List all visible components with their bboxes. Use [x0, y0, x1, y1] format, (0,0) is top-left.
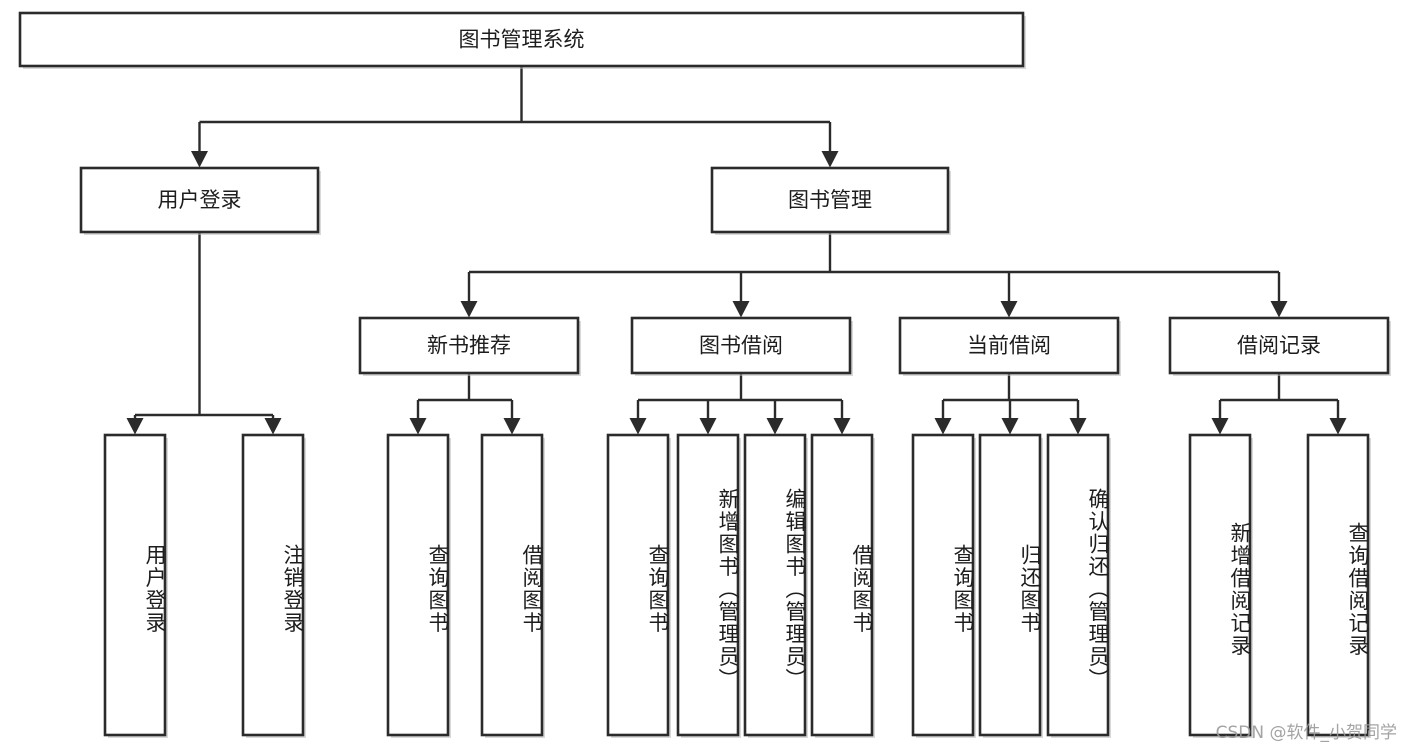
connector-layer: [126, 66, 1347, 435]
node-box-leaf2[interactable]: [241, 433, 305, 737]
arrow-head-newbook: [460, 301, 478, 318]
node-box-leaf3[interactable]: [386, 433, 450, 737]
csdn-watermark: CSDN @软件_小贺同学: [1215, 723, 1397, 743]
node-label-record: 借阅记录: [1237, 334, 1321, 358]
node-box-login[interactable]: [79, 166, 320, 234]
arrow-head-leaf9: [934, 418, 952, 435]
arrow-head-leaf4: [503, 418, 521, 435]
arrow-head-leaf12: [1211, 418, 1229, 435]
node-box-layer: [18, 11, 1391, 738]
node-label-newbook: 新书推荐: [427, 334, 511, 358]
arrow-head-record: [1270, 301, 1288, 318]
arrow-head-current: [1000, 301, 1018, 318]
node-box-leaf5[interactable]: [606, 433, 670, 737]
node-box-leaf1[interactable]: [103, 433, 167, 737]
arrow-head-login: [191, 151, 208, 168]
arrow-head-leaf2: [264, 418, 282, 435]
node-box-leaf12[interactable]: [1188, 433, 1252, 737]
node-box-root[interactable]: [18, 11, 1025, 68]
arrow-head-leaf7: [766, 418, 784, 435]
arrow-head-leaf5: [629, 418, 647, 435]
arrow-head-leaf11: [1069, 418, 1087, 435]
arrow-head-leaf1: [126, 418, 144, 435]
node-box-leaf6[interactable]: [676, 433, 740, 737]
node-box-leaf8[interactable]: [810, 433, 874, 737]
arrow-head-leaf3: [409, 418, 427, 435]
node-box-current[interactable]: [898, 316, 1120, 375]
node-box-leaf4[interactable]: [480, 433, 544, 737]
node-label-bookmgmt: 图书管理: [788, 188, 872, 212]
node-box-leaf10[interactable]: [978, 433, 1042, 737]
arrow-head-bookmgmt: [821, 151, 839, 168]
arrow-head-leaf8: [833, 418, 851, 435]
arrow-head-borrow: [732, 301, 750, 318]
node-box-leaf9[interactable]: [911, 433, 975, 737]
node-box-newbook[interactable]: [358, 316, 580, 375]
node-label-root: 图书管理系统: [459, 28, 585, 52]
node-box-leaf13[interactable]: [1306, 433, 1370, 737]
arrow-head-leaf10: [1001, 418, 1019, 435]
node-label-borrow: 图书借阅: [699, 334, 783, 358]
node-box-borrow[interactable]: [630, 316, 852, 375]
arrow-head-leaf6: [699, 418, 717, 435]
node-label-login: 用户登录: [158, 188, 242, 212]
node-box-bookmgmt[interactable]: [710, 166, 950, 234]
node-label-current: 当前借阅: [967, 334, 1051, 358]
node-box-record[interactable]: [1168, 316, 1390, 375]
node-box-leaf11[interactable]: [1046, 433, 1110, 737]
arrow-head-leaf13: [1329, 418, 1347, 435]
node-box-leaf7[interactable]: [743, 433, 807, 737]
